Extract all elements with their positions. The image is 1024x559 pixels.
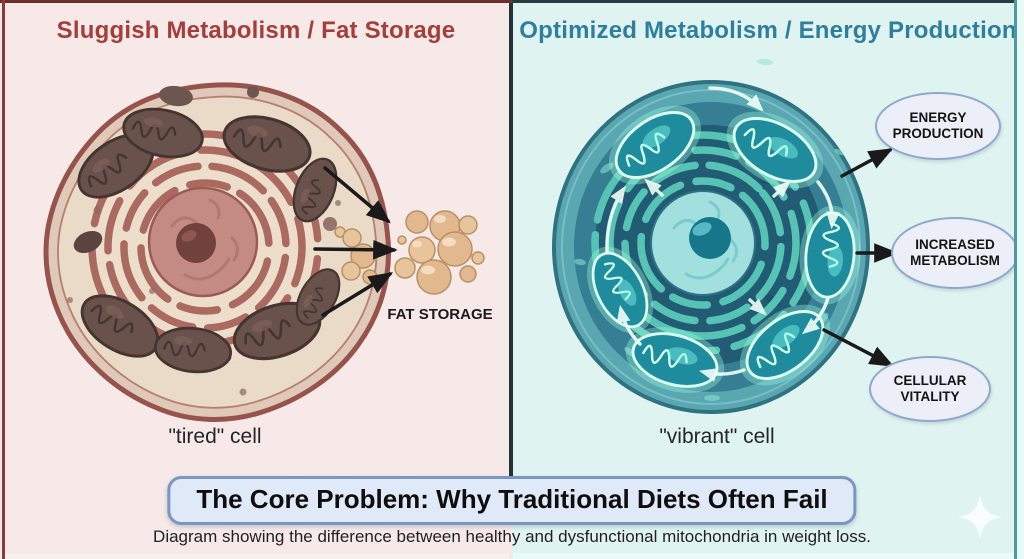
right-panel-optimized: Optimized Metabolism / Energy Production (512, 0, 1024, 559)
small-organelles (67, 85, 341, 396)
fat-storage-label: FAT STORAGE (387, 306, 492, 323)
top-border-left (0, 0, 512, 3)
right-panel-title: Optimized Metabolism / Energy Production (519, 17, 1017, 44)
badge-metabolism-line2: METABOLISM (910, 253, 1000, 268)
left-panel-title: Sluggish Metabolism / Fat Storage (56, 17, 456, 44)
badge-energy-line2: PRODUCTION (892, 126, 984, 141)
benefit-arrows (822, 148, 899, 367)
energy-flow-arrows (605, 86, 841, 382)
badge-vitality-line2: VITALITY (900, 389, 960, 404)
fat-storage-arrows (313, 166, 398, 317)
tired-cell-caption: "tired" cell (168, 425, 262, 448)
badge-metabolism-line1: INCREASED (915, 236, 995, 252)
bottom-strip-right (513, 553, 1014, 559)
diagram-description: Diagram showing the difference between h… (153, 527, 871, 546)
nucleus (650, 190, 756, 296)
top-border-right (512, 0, 1024, 3)
left-panel-sluggish: Sluggish Metabolism / Fat Storage (43, 17, 493, 448)
vibrant-cell-illustration (552, 58, 899, 414)
badge-increased-metabolism: INCREASED METABOLISM (891, 217, 1019, 289)
badge-vitality-line1: CELLULAR (893, 372, 967, 388)
panel-divider (509, 0, 513, 479)
badge-energy-line1: ENERGY (909, 109, 967, 125)
sparkle-icon (958, 495, 1002, 539)
right-border-outer (1017, 0, 1024, 559)
bottom-strip-left (5, 553, 509, 559)
vibrant-cell-caption: "vibrant" cell (659, 425, 775, 448)
core-problem-banner: The Core Problem: Why Traditional Diets … (167, 476, 857, 525)
badge-cellular-vitality: CELLULAR VITALITY (869, 356, 991, 422)
tired-cell-illustration: FAT STORAGE (43, 82, 493, 422)
nucleus (147, 186, 259, 298)
badge-energy-production: ENERGY PRODUCTION (875, 92, 1001, 160)
fat-storage-cluster (394, 210, 485, 295)
left-border (2, 0, 5, 559)
right-border (1014, 0, 1017, 559)
